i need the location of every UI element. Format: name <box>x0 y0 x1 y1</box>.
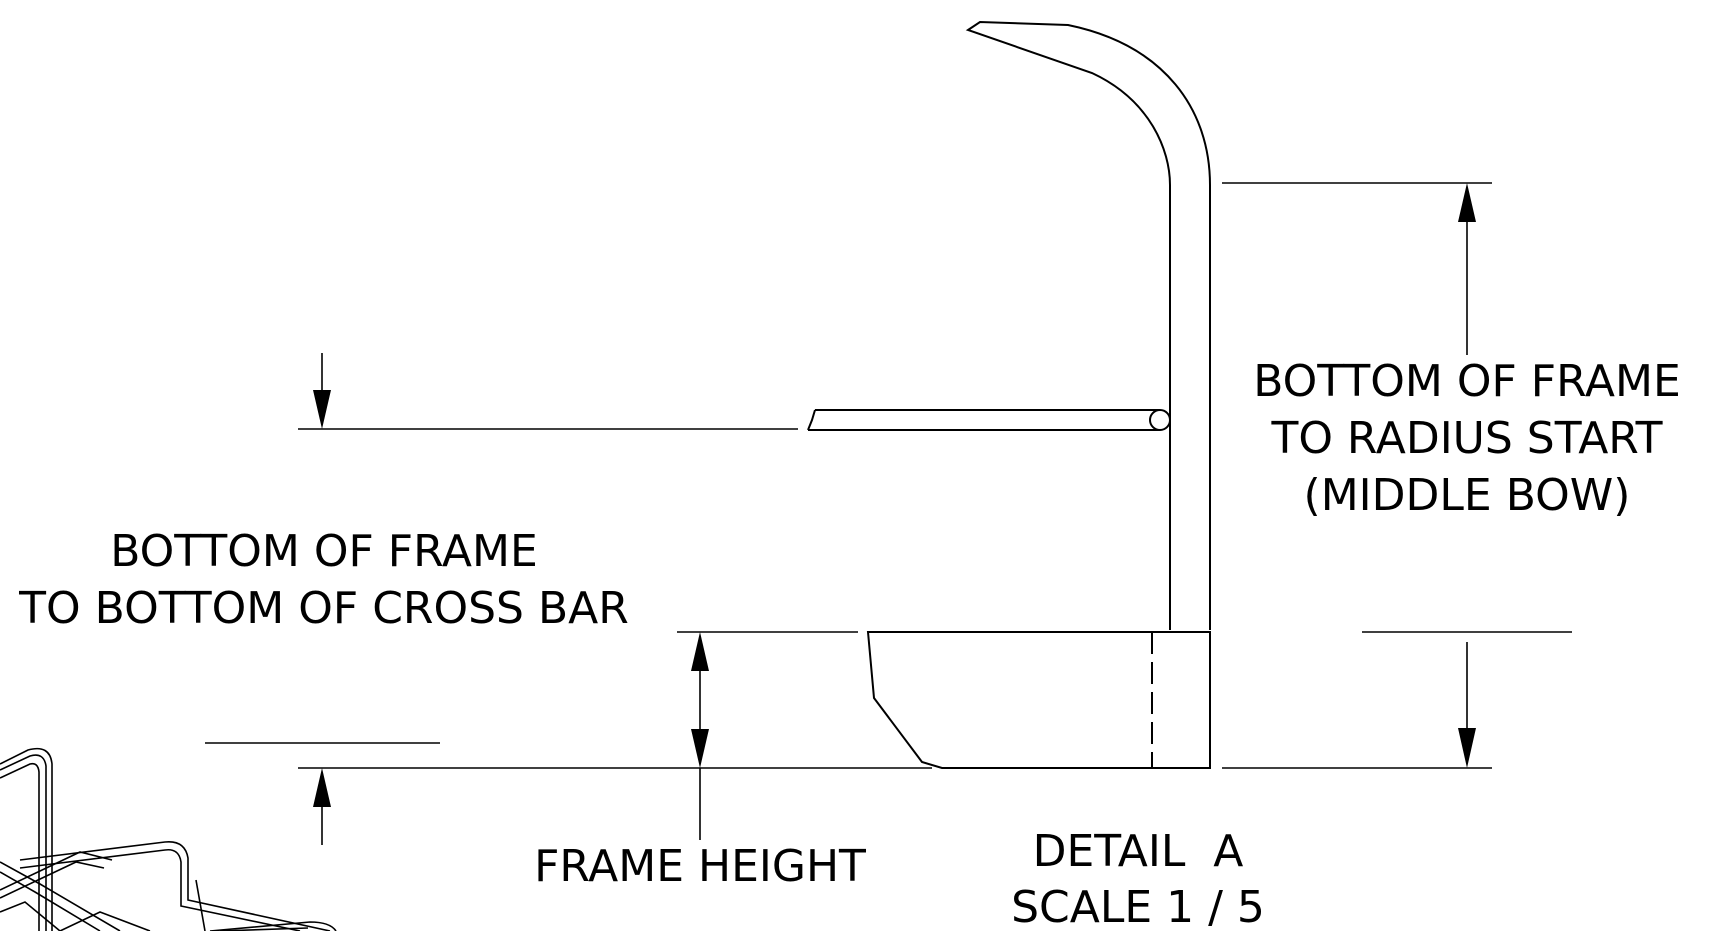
arrow-down-icon <box>691 729 709 768</box>
radius-start-label-line1: BOTTOM OF FRAME <box>1253 356 1681 407</box>
arrow-down-icon <box>313 390 331 429</box>
frame-height-label: FRAME HEIGHT <box>534 841 866 892</box>
cross-bar-dimension <box>313 353 331 845</box>
frame-height-dimension <box>691 632 709 840</box>
dimension-value-blanks <box>205 631 1572 744</box>
cross-bar <box>807 409 1171 431</box>
isometric-frame-view <box>0 747 337 931</box>
cross-bar-label-line1: BOTTOM OF FRAME <box>110 526 538 577</box>
middle-bow-profile <box>965 20 1211 630</box>
detail-scale: SCALE 1 / 5 <box>1011 882 1265 931</box>
arrow-up-icon <box>691 632 709 671</box>
arrow-down-icon <box>1458 728 1476 768</box>
labels: BOTTOM OF FRAME TO RADIUS START (MIDDLE … <box>18 356 1681 931</box>
arrow-up-icon <box>1458 183 1476 222</box>
arrow-up-icon <box>313 768 331 807</box>
radius-start-dimension <box>1458 183 1476 768</box>
extension-lines <box>298 182 1492 769</box>
detail-title: DETAIL A <box>1033 826 1244 877</box>
frame-base-section <box>866 631 1211 769</box>
radius-start-label-line2: TO RADIUS START <box>1270 413 1662 464</box>
radius-start-label-line3: (MIDDLE BOW) <box>1304 470 1631 521</box>
cross-bar-label-line2: TO BOTTOM OF CROSS BAR <box>18 583 629 634</box>
